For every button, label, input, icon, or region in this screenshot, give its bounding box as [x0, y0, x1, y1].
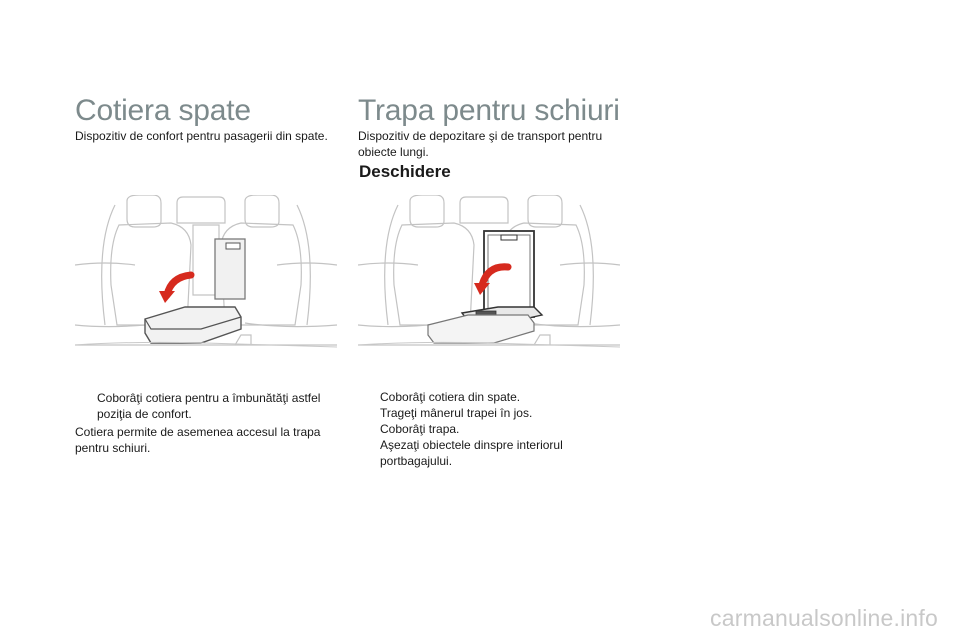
instruction-text: Coborâţi cotiera din spate. [380, 390, 521, 404]
ski-hatch-illustration [358, 195, 620, 355]
instruction-text: Trageţi mânerul trapei în jos. [380, 406, 533, 420]
rear-armrest-illustration [75, 195, 337, 355]
list-item: Trageţi mânerul trapei în jos. [358, 405, 620, 421]
opening-heading: Deschidere [359, 162, 451, 181]
ski-hatch-title: Trapa pentru schiuri [358, 94, 620, 127]
instruction-text: Coborâţi cotiera pentru a îmbunătăţi ast… [97, 391, 321, 421]
rear-armrest-title: Cotiera spate [75, 94, 251, 127]
rear-armrest-instructions: Coborâţi cotiera pentru a îmbunătăţi ast… [75, 390, 337, 422]
ski-hatch-instructions: Coborâţi cotiera din spate. Trageţi mâne… [358, 389, 620, 469]
rear-armrest-subtitle: Dispozitiv de confort pentru pasagerii d… [75, 129, 328, 143]
ski-hatch-subtitle: Dispozitiv de depozitare şi de transport… [358, 129, 603, 159]
instruction-text: Aşezaţi obiectele dinspre interiorul por… [380, 438, 563, 468]
watermark-text: carmanualsonline.info [710, 605, 938, 631]
list-item: Coborâţi cotiera din spate. [358, 389, 620, 405]
list-item: Aşezaţi obiectele dinspre interiorul por… [358, 437, 620, 469]
list-item: Coborâţi cotiera pentru a îmbunătăţi ast… [75, 390, 337, 422]
instruction-text: Coborâţi trapa. [380, 422, 460, 436]
rear-armrest-note: Cotiera permite de asemenea accesul la t… [75, 425, 321, 455]
list-item: Coborâţi trapa. [358, 421, 620, 437]
